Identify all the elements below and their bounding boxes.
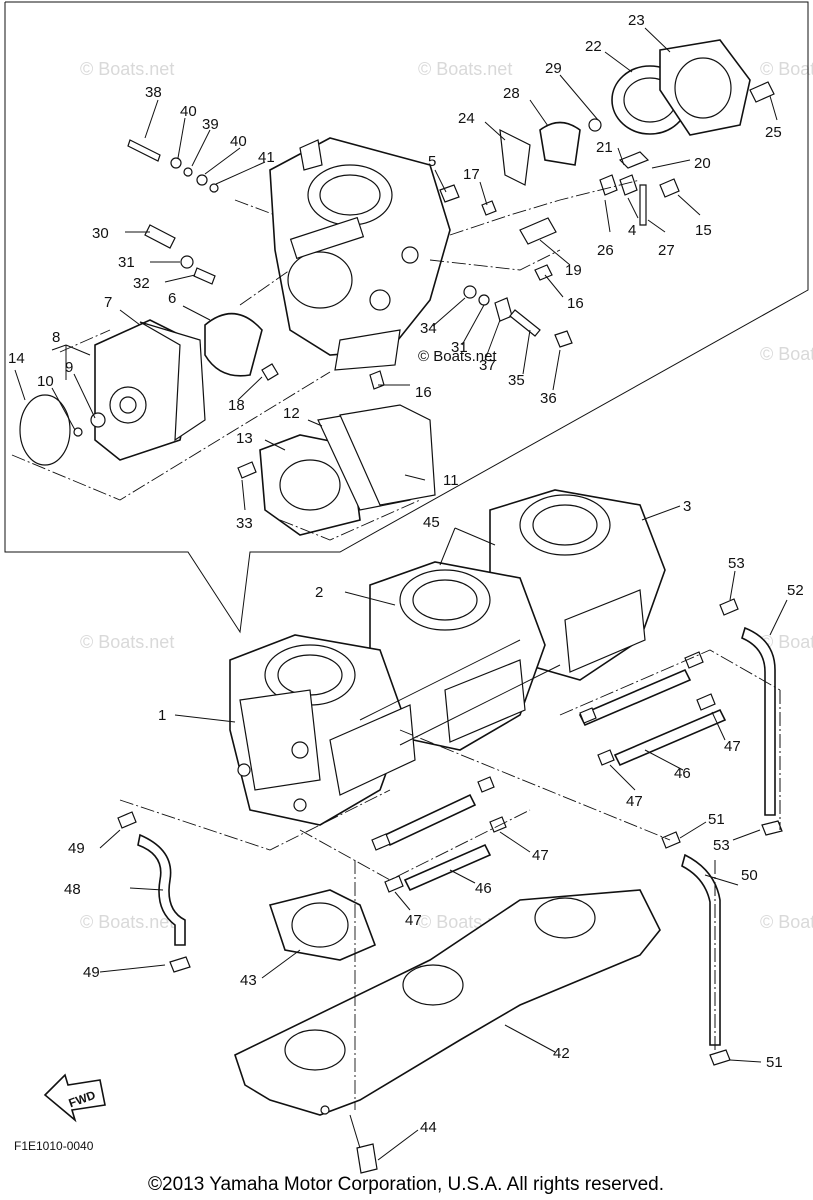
callout-28: 28	[503, 85, 520, 102]
callout-15: 15	[695, 222, 712, 239]
callout-23: 23	[628, 12, 645, 29]
carburetor-bank-assembly	[229, 489, 666, 826]
callout-22: 22	[585, 38, 602, 55]
callout-39: 39	[202, 116, 219, 133]
watermark-text: © Boats.net	[418, 59, 512, 79]
callout-27: 27	[658, 242, 675, 259]
callout-53-lower: 53	[713, 837, 730, 854]
callout-14: 14	[8, 350, 25, 367]
callout-26: 26	[597, 242, 614, 259]
callout-37: 37	[479, 357, 496, 374]
callout-16-upper: 16	[567, 295, 584, 312]
callout-31-left: 31	[118, 254, 135, 271]
callout-21: 21	[596, 139, 613, 156]
callout-46-lower: 46	[475, 880, 492, 897]
watermark-text: © Boats.net	[760, 632, 813, 652]
callout-45: 45	[423, 514, 440, 531]
center-watermark-text: © Boats.net	[418, 348, 497, 365]
callout-44: 44	[420, 1119, 437, 1136]
callout-9: 9	[65, 359, 73, 376]
callout-47-b: 47	[626, 793, 643, 810]
small-parts-upper	[127, 39, 775, 390]
detail-inset-border	[4, 1, 809, 634]
callout-33: 33	[236, 515, 253, 532]
callout-51-upper: 51	[708, 811, 725, 828]
callout-17: 17	[463, 166, 480, 183]
pump-cover-assembly	[19, 312, 279, 466]
callout-34: 34	[420, 320, 437, 337]
watermark-text: © Boats.net	[760, 59, 813, 79]
callout-2: 2	[315, 584, 323, 601]
callout-29: 29	[545, 60, 562, 77]
callout-40-upper: 40	[180, 103, 197, 120]
callout-8: 8	[52, 329, 60, 346]
callout-11: 11	[443, 472, 459, 489]
callout-13: 13	[236, 430, 253, 447]
watermark-text: © Boats.net	[760, 912, 813, 932]
callout-3: 3	[683, 498, 691, 515]
hoses-and-clamps	[117, 598, 783, 1066]
callout-12: 12	[283, 405, 300, 422]
watermark-layer: © Boats.net © Boats.net © Boats.net © Bo…	[80, 59, 813, 932]
callout-6: 6	[168, 290, 176, 307]
callout-1: 1	[158, 707, 166, 724]
callout-41: 41	[258, 149, 275, 166]
callout-5: 5	[428, 153, 436, 170]
callout-47-a: 47	[724, 738, 741, 755]
callout-38: 38	[145, 84, 162, 101]
callout-47-c: 47	[532, 847, 549, 864]
watermark-text: © Boats.net	[760, 344, 813, 364]
callout-19: 19	[565, 262, 582, 279]
callout-51-lower: 51	[766, 1054, 783, 1071]
callout-25: 25	[765, 124, 782, 141]
callout-16-lower: 16	[415, 384, 432, 401]
callout-10: 10	[37, 373, 54, 390]
watermark-text: © Boats.net	[80, 59, 174, 79]
intake-manifold-assembly	[234, 889, 661, 1174]
callout-20: 20	[694, 155, 711, 172]
callout-49-upper: 49	[68, 840, 85, 857]
callout-43: 43	[240, 972, 257, 989]
callout-24: 24	[458, 110, 475, 127]
callout-52: 52	[787, 582, 804, 599]
callout-7: 7	[104, 294, 112, 311]
callout-53-upper: 53	[728, 555, 745, 572]
copyright-notice: ©2013 Yamaha Motor Corporation, U.S.A. A…	[148, 1174, 664, 1195]
callout-35: 35	[508, 372, 525, 389]
inset-guide-lines	[11, 179, 641, 541]
watermark-text: © Boats.net	[80, 912, 174, 932]
leader-lines	[14, 27, 788, 1161]
callout-49-lower: 49	[83, 964, 100, 981]
carburetor-exploded-assembly	[269, 137, 451, 371]
forward-arrow: FWD	[43, 1073, 106, 1123]
callout-46-upper: 46	[674, 765, 691, 782]
callout-31-right: 31	[451, 339, 468, 356]
callout-40-lower: 40	[230, 133, 247, 150]
callout-32: 32	[133, 275, 150, 292]
gasket-cover-assembly	[237, 404, 436, 536]
callout-30: 30	[92, 225, 109, 242]
callout-50: 50	[741, 867, 758, 884]
callout-47-d: 47	[405, 912, 422, 929]
callout-labels: 1 2 3 4 5 6 7 8 9 10 11 12 13 14 15 16 1…	[8, 12, 804, 1136]
figure-code: F1E1010-0040	[14, 1139, 94, 1153]
callout-36: 36	[540, 390, 557, 407]
watermark-text: © Boats.net	[80, 632, 174, 652]
callout-4: 4	[628, 222, 636, 239]
main-guide-lines	[119, 649, 781, 1110]
callout-48: 48	[64, 881, 81, 898]
callout-18: 18	[228, 397, 245, 414]
callout-42: 42	[553, 1045, 570, 1062]
